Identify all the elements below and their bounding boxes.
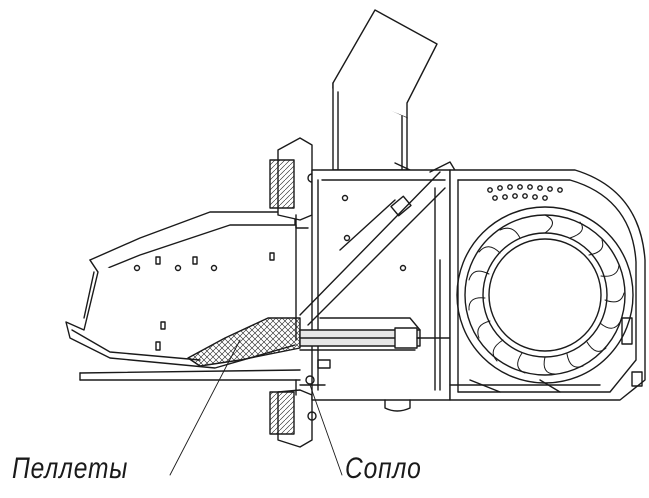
mounting-flange xyxy=(269,137,317,448)
fuel-inlet-chute xyxy=(332,9,438,171)
feed-housing xyxy=(299,161,457,401)
nozzle-assembly xyxy=(299,317,451,386)
fan-housing xyxy=(449,169,646,401)
fan-rotor xyxy=(456,206,634,384)
nozzle-callout-label: Сопло xyxy=(345,452,422,485)
nozzle-leader-line xyxy=(309,384,343,476)
pellets-callout-label: Пеллеты xyxy=(12,452,129,485)
pellets-leader-line xyxy=(169,339,241,476)
bottom-bolt xyxy=(384,399,411,412)
